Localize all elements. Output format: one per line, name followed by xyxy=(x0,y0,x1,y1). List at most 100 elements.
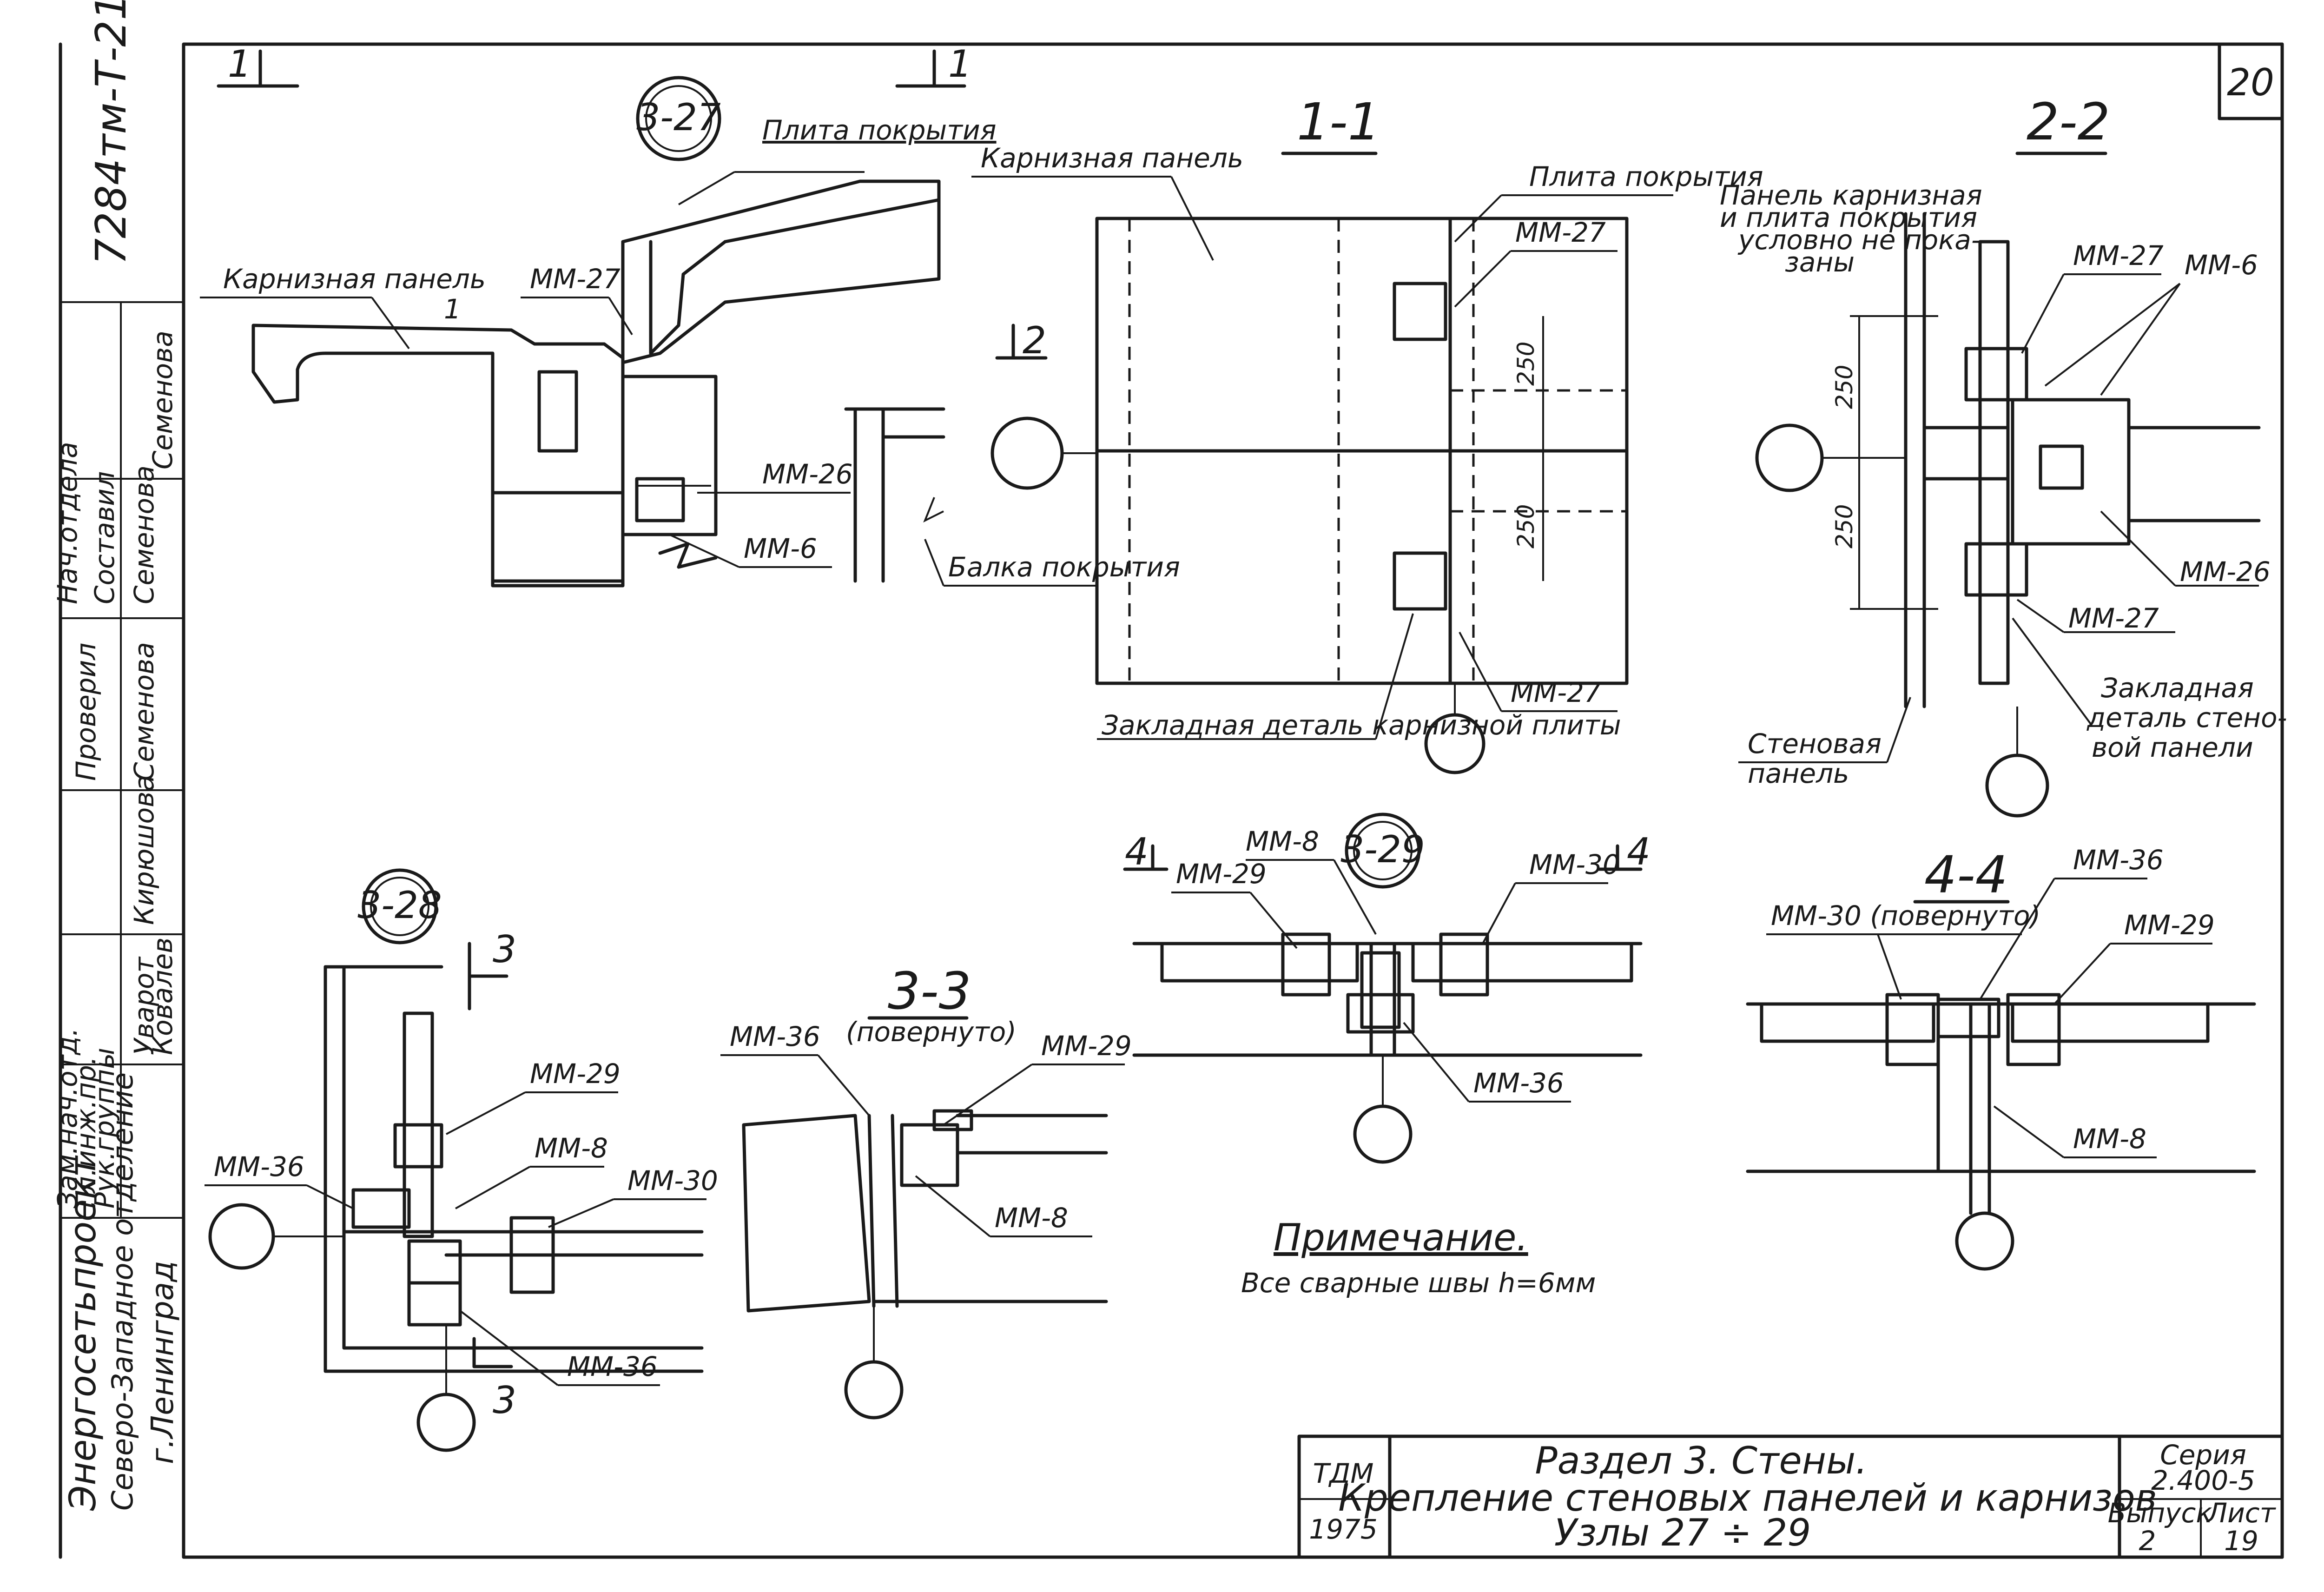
tb-issue-value: 2 xyxy=(2139,1525,2156,1557)
outer-frame xyxy=(182,42,2284,1559)
dim-label: 250 xyxy=(1512,504,1539,548)
tb-series-label: Серия xyxy=(2160,1439,2246,1471)
label-mm-29: ММ-29 xyxy=(530,1058,621,1090)
sheet-number: 20 xyxy=(2227,61,2274,104)
dim-label: 250 xyxy=(1512,342,1539,386)
label-mm-26: ММ-26 xyxy=(762,458,853,490)
section-title: 3-3 xyxy=(888,961,971,1021)
node-badge-label: 3-28 xyxy=(357,884,442,927)
cut-mark-label: 3 xyxy=(493,1379,516,1422)
title-block: ТДМ 1975 Раздел 3. Стены. Крепление стен… xyxy=(1297,1434,2284,1559)
node-badge-label: 3-27 xyxy=(636,96,721,139)
tb-issue-label: Выпуск xyxy=(2108,1497,2212,1529)
note-heading: Примечание. xyxy=(1274,1216,1528,1259)
label-mm-36: ММ-36 xyxy=(1473,1067,1564,1099)
label-mm-8: ММ-8 xyxy=(535,1132,608,1164)
label-mm-26: ММ-26 xyxy=(2180,556,2271,588)
label-wall-panel: Стеновая панель xyxy=(1748,728,1890,789)
label-mm-36: ММ-36 xyxy=(214,1151,304,1182)
label-mm-36-bottom: ММ-36 xyxy=(567,1351,658,1382)
label-embedded-detail: Закладная деталь карнизной плиты xyxy=(1102,709,1621,741)
label-cornice-panel: Карнизная панель xyxy=(223,263,486,295)
label-mm-8: ММ-8 xyxy=(995,1202,1068,1234)
axis-circle xyxy=(990,416,1064,490)
axis-circle xyxy=(844,1360,904,1420)
label-mm-27: ММ-27 xyxy=(530,263,621,295)
section-title: 1-1 xyxy=(1297,92,1380,152)
signer-name: Семенова xyxy=(128,465,160,604)
axis-circle xyxy=(1755,423,1824,492)
label-mm-8: ММ-8 xyxy=(1246,826,1319,857)
signer-name: Ковалев xyxy=(147,938,178,1055)
cut-mark-label: 1 xyxy=(228,42,251,86)
label-mm-6: ММ-6 xyxy=(2185,249,2258,281)
label-embedded-wall: Закладная деталь стено- вой панели xyxy=(2086,672,2296,763)
section-2-2: 2-2 250 250 Панель карнизная и плита пок… xyxy=(1720,92,2296,818)
doc-code: 7284тм-Т-21 xyxy=(87,0,136,265)
node-badge xyxy=(1345,813,1421,889)
cut-mark-label: 2 xyxy=(1023,319,1046,362)
label-mm-36: ММ-36 xyxy=(730,1021,820,1052)
role-label: Составил xyxy=(89,471,120,604)
node-badge-label: 3-29 xyxy=(1340,828,1425,871)
note-text: Все сварные швы h=6мм xyxy=(1241,1267,1596,1299)
signer-name: Кирюшова xyxy=(128,775,160,925)
role-label: Зам.нач.отд. xyxy=(52,1028,83,1209)
label-mm-27-bottom: ММ-27 xyxy=(1511,677,1601,708)
tb-line1: Раздел 3. Стены. xyxy=(1535,1439,1867,1482)
tb-org: ТДМ xyxy=(1313,1458,1374,1489)
role-label: Проверил xyxy=(70,643,102,781)
tb-line3: Узлы 27 ÷ 29 xyxy=(1554,1511,1811,1554)
node-badge xyxy=(362,868,438,945)
section-1-1: 1-1 2 250 250 Карнизная панель Плита пок… xyxy=(971,92,1763,774)
label-mm-27-top: ММ-27 xyxy=(1515,217,1606,248)
note-panel-hidden: Панель карнизная и плита покрытия условн… xyxy=(1720,179,1991,278)
cut-mark-label: 4 xyxy=(1125,830,1149,873)
node-badge xyxy=(636,76,721,161)
node-28: 3-28 3 3 ММ-29 ММ-36 ММ-8 ММ-30 ММ-36 xyxy=(205,868,718,1452)
dim-label: 250 xyxy=(1831,365,1858,409)
axis-circle xyxy=(1955,1211,2014,1271)
sheet-number-box xyxy=(2218,42,2284,120)
org-division: Северо-Западное отделение xyxy=(106,1072,139,1511)
section-4-4: 4-4 ММ-36 ММ-30 (повернуто) ММ-29 ММ-8 xyxy=(1746,844,2256,1271)
axis-circle xyxy=(1353,1104,1413,1164)
label-mm-6: ММ-6 xyxy=(744,533,817,564)
label-cornice-panel: Карнизная панель xyxy=(981,142,1243,174)
label-mm-29: ММ-29 xyxy=(1041,1030,1132,1062)
dim-label: 250 xyxy=(1831,504,1858,548)
label-mm-27-bottom: ММ-27 xyxy=(2068,602,2159,634)
tb-sheet-value: 19 xyxy=(2224,1525,2258,1557)
section-title: 2-2 xyxy=(2027,92,2110,152)
label-mm-29: ММ-29 xyxy=(2124,909,2215,941)
signer-name: Семенова xyxy=(128,642,160,781)
role-label: Рук.группы xyxy=(89,1048,120,1209)
role-label: Нач.отдела xyxy=(52,442,83,604)
label-mm-30: ММ-30 xyxy=(627,1165,718,1196)
label-mm-30: ММ-30 (повернуто) xyxy=(1771,900,2040,931)
tb-year: 1975 xyxy=(1309,1513,1378,1545)
label-beam: Балка покрытия xyxy=(948,551,1180,583)
section-3-3: 3-3 (повернуто) ММ-36 ММ-29 ММ-8 xyxy=(720,961,1132,1420)
cut-mark-label: 4 xyxy=(1627,830,1651,873)
cut-mark-label: 1 xyxy=(948,42,972,86)
label-mm-8: ММ-8 xyxy=(2073,1123,2146,1155)
node-27: 1 1 3-27 Плита покрытия Карнизная панель xyxy=(200,42,1180,588)
label-slab: Плита покрытия xyxy=(762,114,997,146)
section-subtitle: (повернуто) xyxy=(846,1016,1017,1048)
tb-line2: Крепление стеновых панелей и карнизов xyxy=(1338,1476,2157,1519)
axis-circle xyxy=(416,1393,476,1452)
org-name: Энергосетьпроект xyxy=(62,1155,104,1511)
axis-circle xyxy=(208,1203,275,1270)
tb-sheet-label: Лист xyxy=(2206,1497,2277,1529)
label-mm-30: ММ-30 xyxy=(1529,849,1620,880)
label-mm-29: ММ-29 xyxy=(1176,858,1267,890)
cut-2-label: 1 xyxy=(444,293,461,325)
signer-name: Семенова xyxy=(147,330,178,469)
node-29: 3-29 4 4 ММ-8 ММ-29 ММ-30 ММ-36 xyxy=(1123,813,1651,1164)
label-mm-27-top: ММ-27 xyxy=(2073,240,2164,271)
cut-mark-label: 3 xyxy=(493,928,516,971)
section-title: 4-4 xyxy=(1924,845,2008,905)
label-slab: Плита покрытия xyxy=(1529,161,1763,192)
